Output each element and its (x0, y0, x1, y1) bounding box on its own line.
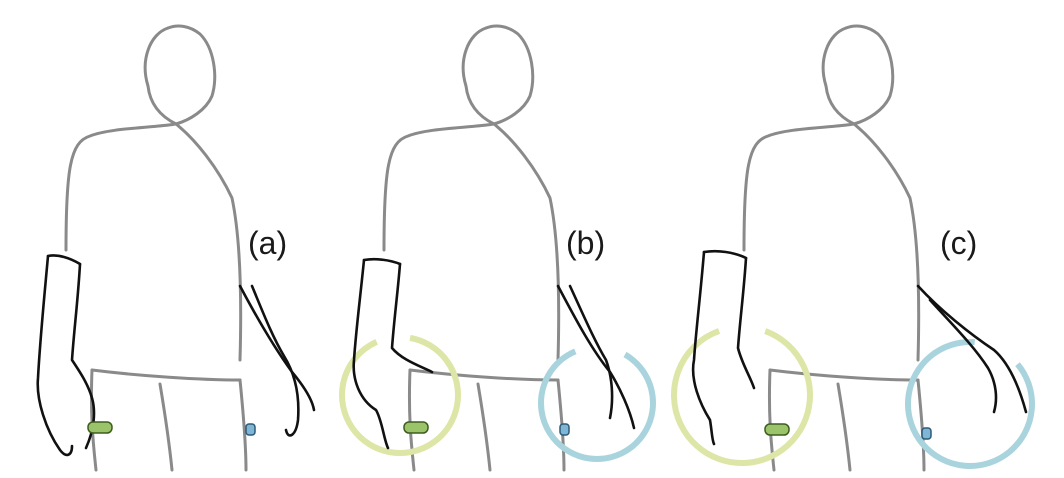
right-wrist-sensor-b (559, 423, 570, 436)
panel-c: (c) (671, 24, 1035, 472)
right-arm-a (238, 284, 316, 437)
panel-label-c: (c) (940, 225, 977, 261)
panel-b: (b) (339, 24, 656, 472)
left-arm-b (352, 257, 434, 450)
right-arm-b (556, 284, 636, 430)
right-arm-c (916, 284, 1028, 414)
right-gesture-circle-c (905, 339, 1035, 470)
figure-body-b (382, 24, 566, 472)
right-wrist-sensor-c (921, 427, 932, 440)
left-gesture-circle-b (339, 334, 461, 456)
panel-label-b: (b) (566, 225, 605, 261)
left-wrist-sensor-c (764, 423, 790, 436)
panel-label-a: (a) (248, 225, 287, 261)
left-arm-a (36, 254, 96, 457)
right-gesture-circle-b (538, 344, 656, 462)
right-wrist-sensor-a (245, 423, 256, 436)
figure-body-c (742, 24, 926, 472)
left-gesture-circle-c (671, 324, 813, 466)
panel-a: (a) (36, 24, 316, 472)
left-wrist-sensor-b (403, 421, 429, 434)
left-wrist-sensor-a (87, 421, 113, 434)
left-arm-c (691, 249, 756, 446)
